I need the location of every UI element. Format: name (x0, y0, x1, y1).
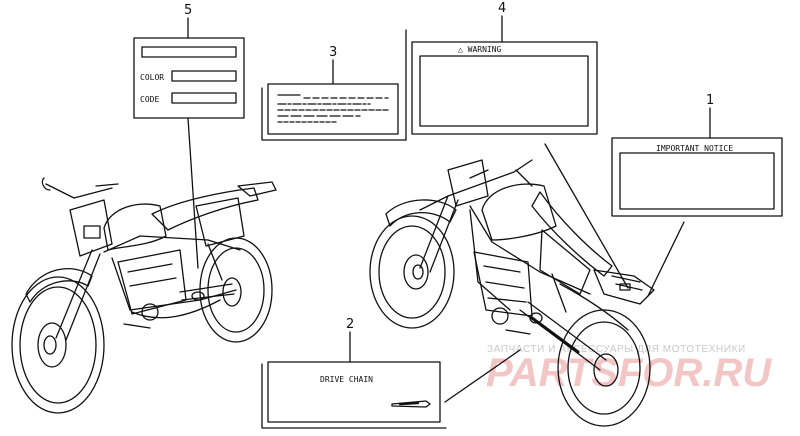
right-motorcycle-illustration (369, 159, 655, 427)
leader-2 (444, 349, 521, 403)
leader-1 (647, 221, 685, 297)
important-notice-label: IMPORTANT NOTICE (656, 144, 733, 153)
drive-chain-label: DRIVE CHAIN (320, 375, 373, 384)
leader-5 (187, 117, 199, 269)
label-1-important-notice-plate: IMPORTANT NOTICE (611, 137, 783, 217)
label-5-color-code-plate: COLOR CODE (133, 37, 245, 119)
label-2-drive-chain-plate: DRIVE CHAIN (261, 361, 447, 429)
left-motorcycle-illustration (11, 177, 277, 414)
callout-1: 1 (706, 93, 714, 108)
callout-3: 3 (329, 45, 337, 60)
warning-label: △ WARNING (458, 45, 502, 54)
callout-2: 2 (346, 317, 354, 332)
callout-4: 4 (498, 1, 506, 16)
color-label: COLOR (140, 73, 164, 82)
code-label: CODE (140, 95, 159, 104)
label-4-warning-plate: △ WARNING (411, 41, 598, 135)
leader-4 (544, 143, 629, 289)
callout-5: 5 (184, 3, 192, 18)
watermark-brand: PARTSFOR.RU (486, 351, 772, 395)
watermark-tagline: ЗАПЧАСТИ И АКСЕССУАРЫ ДЛЯ МОТОТЕХНИКИ (487, 344, 746, 355)
